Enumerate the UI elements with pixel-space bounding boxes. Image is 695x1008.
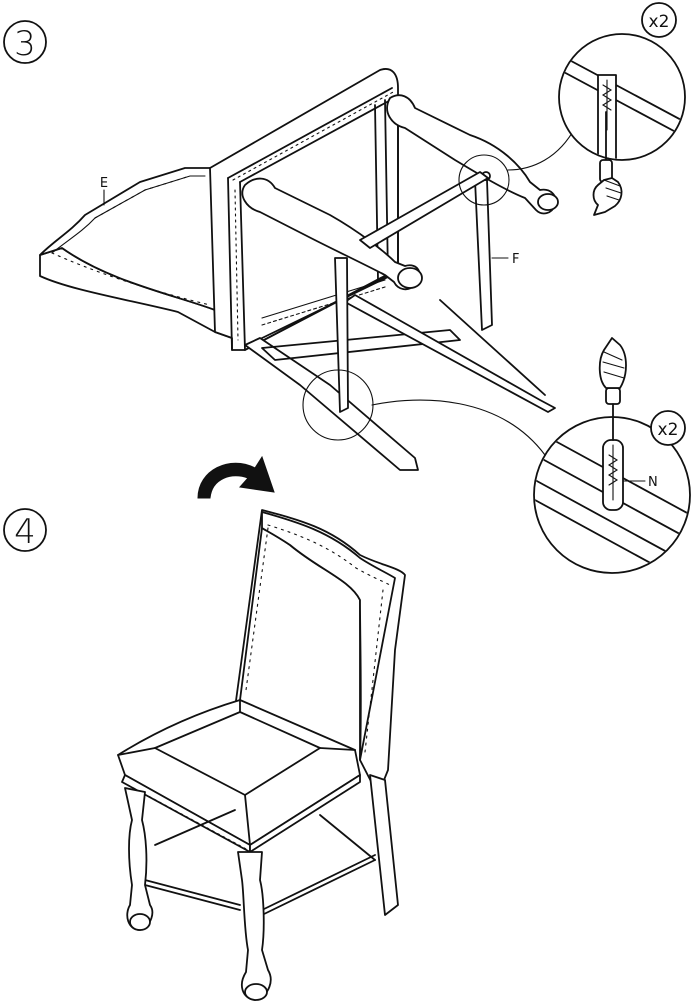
label-f: F <box>491 252 519 267</box>
screwdriver-icon-lower <box>598 337 627 441</box>
cross-stretcher <box>359 171 489 249</box>
magnified-detail-lower <box>533 416 691 574</box>
callout-upper-qty: x2 <box>641 2 677 38</box>
hand-icon <box>592 177 623 216</box>
detail-marker-upper <box>458 154 510 206</box>
screwdriver-icon <box>599 111 613 183</box>
turned-leg-upper <box>386 94 559 215</box>
rotate-arrow-icon <box>197 455 275 499</box>
callout-lower-qty-text: x2 <box>658 420 679 440</box>
step-4-badge: 4 <box>3 508 47 552</box>
stretcher-rails <box>244 294 556 471</box>
step-4-number: 4 <box>14 512 36 552</box>
callout-lower-qty: x2 <box>650 410 686 446</box>
part-label-n: N <box>648 475 658 490</box>
callout-upper-qty-text: x2 <box>649 12 670 32</box>
step-3-badge: 3 <box>3 20 47 64</box>
assembled-chair <box>117 509 406 1001</box>
label-e: E <box>100 176 108 206</box>
part-label-e: E <box>100 176 108 191</box>
leader-line-lower <box>371 399 546 456</box>
label-n: N <box>648 475 658 490</box>
seat-cushion-part-e <box>39 167 233 339</box>
step-3-number: 3 <box>14 24 36 64</box>
back-leg-f <box>334 171 493 413</box>
part-label-f: F <box>512 252 519 267</box>
magnified-detail-upper <box>558 33 686 161</box>
turned-leg-lower <box>241 177 423 291</box>
